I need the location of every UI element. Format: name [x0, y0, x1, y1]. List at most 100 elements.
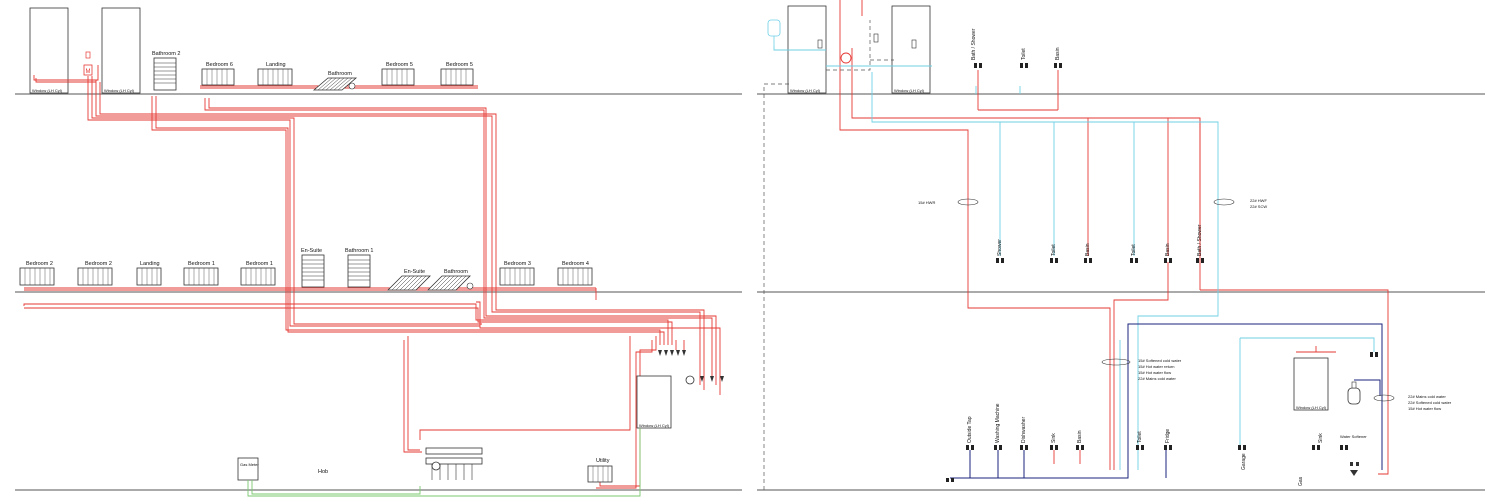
svg-text:Bedroom 4: Bedroom 4	[562, 261, 589, 267]
pump-icon	[685, 375, 695, 385]
label-15-hw-return: 15# Hot water return	[1138, 364, 1174, 369]
cylinder-right-2	[891, 5, 931, 94]
label-15-hw-flow: 15# Hot water flow	[1138, 370, 1171, 375]
radiator-bedroom-5-b: Bedroom 5	[440, 62, 474, 86]
outlet-toilet-top: Toilet	[1021, 48, 1027, 60]
mains-cold-pipework	[950, 323, 1383, 479]
radiator-landing-upper: Landing	[257, 62, 293, 86]
label-22-hwf: 22# HWF	[1250, 198, 1267, 203]
svg-text:Bedroom 5: Bedroom 5	[386, 62, 413, 68]
outlet-toilet-mid-1: Toilet	[1051, 244, 1057, 256]
outlet-sink-utility: Sink	[1318, 433, 1324, 443]
outlet-basin-mid-2: Basin	[1165, 243, 1171, 256]
hot-water-pipework	[839, 0, 1389, 475]
floor-lines	[15, 93, 1485, 491]
label-15-softened: 15# Softened cold water	[1138, 358, 1182, 363]
radiator-utility: Utility	[587, 458, 613, 483]
svg-text:Landing: Landing	[266, 62, 286, 68]
outlet-outside-tap: Outside Tap	[967, 416, 973, 443]
ufh-en-suite: En-Suite	[387, 269, 431, 291]
outlet-gas: Gas	[1298, 476, 1304, 486]
radiator-bedroom-5-a: Bedroom 5	[381, 62, 415, 86]
ufh-bathroom-lower: Bathroom	[427, 269, 474, 291]
svg-text:Bedroom 2: Bedroom 2	[26, 261, 53, 267]
svg-text:Bathroom: Bathroom	[444, 269, 468, 275]
label-22b-hw-flow: 15# Hot water flow	[1408, 406, 1441, 411]
svg-text:Bedroom 5: Bedroom 5	[446, 62, 473, 68]
outlet-washing-machine: Washing Machine	[995, 403, 1001, 443]
hob-label: Hob	[318, 469, 328, 475]
lower-radiators: Bedroom 2 Bedroom 2 Landing Bedroom 1 Be	[19, 248, 593, 291]
cylinder-right-1-label: Window (LH Cyl)	[790, 88, 821, 93]
cylinder-left-1-label: Window (LH Cyl)	[32, 88, 63, 93]
boiler-valves	[658, 350, 724, 382]
cylinder-right-1	[787, 5, 827, 94]
heating-pipework-left	[23, 65, 721, 489]
label-22-scw: 22# SCW	[1250, 204, 1267, 209]
cold-water-pipework	[773, 46, 1375, 470]
radiator-bedroom-1-a: Bedroom 1	[183, 261, 219, 286]
svg-text:Bedroom 6: Bedroom 6	[206, 62, 233, 68]
callout-15	[1101, 358, 1131, 366]
motorised-valve	[83, 64, 93, 76]
svg-text:Bedroom 3: Bedroom 3	[504, 261, 531, 267]
gas-pipework	[247, 428, 641, 497]
outlet-sink-kitchen: Sink	[1051, 433, 1057, 443]
radiator-bedroom-1-b: Bedroom 1	[240, 261, 276, 286]
cylinder-left-2	[101, 7, 141, 94]
outlet-toilet-mid-2: Toilet	[1131, 244, 1137, 256]
outlet-basin-top: Basin	[1055, 47, 1061, 60]
dashed-service-line	[763, 20, 894, 490]
radiator-bedroom-3: Bedroom 3	[499, 261, 535, 286]
radiator-bedroom-2-b: Bedroom 2	[77, 261, 113, 286]
gas-meter-label: Gas Meter	[240, 462, 259, 467]
svg-text:Landing: Landing	[140, 261, 160, 267]
label-22b-softened: 22# Softened cold water	[1408, 400, 1452, 405]
svg-text:Bedroom 1: Bedroom 1	[246, 261, 273, 267]
label-hwr-15: 15# HWR	[918, 200, 935, 205]
ufh-bathroom-upper: Bathroom	[312, 71, 358, 91]
radiator-landing-lower: Landing	[136, 261, 162, 286]
outlet-basin-mid-1: Basin	[1085, 243, 1091, 256]
boiler-left	[636, 375, 672, 429]
svg-text:Utility: Utility	[596, 458, 610, 464]
cylinder-left-2-label: Window (LH Cyl)	[104, 88, 135, 93]
boiler-right-label: Window (LH Cyl)	[1296, 405, 1327, 410]
towel-rail-en-suite: En-Suite	[301, 248, 325, 288]
outlet-toilet-ground: Toilet	[1137, 431, 1143, 443]
outlet-valves	[946, 63, 1378, 482]
label-22b-mains: 22# Mains cold water	[1408, 394, 1446, 399]
outlet-water-softener: Water Softener	[1340, 434, 1367, 439]
boiler-right	[1293, 357, 1329, 411]
callout-hwr	[957, 198, 979, 206]
outlet-garage: Garage	[1241, 453, 1247, 470]
right-water-schematic: Window (LH Cyl) Window (LH Cyl)	[763, 0, 1452, 490]
cylinder-right-2-label: Window (LH Cyl)	[894, 88, 925, 93]
expansion-vessel-lower	[1347, 381, 1361, 405]
svg-text:Bathroom 1: Bathroom 1	[345, 248, 373, 254]
svg-text:En-Suite: En-Suite	[301, 248, 322, 254]
outlet-dishwasher: Dishwasher	[1021, 417, 1027, 443]
towel-rail-bathroom-1: Bathroom 1	[345, 248, 373, 288]
pump-icon-top	[840, 52, 852, 64]
outlet-basin-ground: Basin	[1077, 430, 1083, 443]
expansion-vessel-top	[767, 19, 781, 46]
callout-22b	[1373, 394, 1395, 402]
water-softener-valves	[1350, 462, 1359, 476]
upper-radiators: Bathroom 2 Bedroom 6 Landing	[152, 51, 474, 91]
outlet-bath-shower-mid: Bath / Shower	[1197, 224, 1203, 256]
outlet-bath-shower-top: Bath / Shower	[971, 28, 977, 60]
svg-text:En-Suite: En-Suite	[404, 269, 425, 275]
cylinder-left-1	[29, 7, 69, 94]
motorised-valve-glyph: M	[86, 69, 91, 75]
label-22-mains: 22# Mains cold water	[1138, 376, 1176, 381]
outlet-fridge: Fridge	[1165, 429, 1171, 443]
left-heating-schematic: Window (LH Cyl) Window (LH Cyl) M	[19, 7, 724, 497]
svg-text:Bedroom 1: Bedroom 1	[188, 261, 215, 267]
boiler-left-label: Window (LH Cyl)	[639, 423, 670, 428]
radiator-bedroom-4: Bedroom 4	[557, 261, 593, 286]
svg-text:Bathroom: Bathroom	[328, 71, 352, 77]
ufh-manifold	[425, 447, 483, 480]
svg-text:Bathroom 2: Bathroom 2	[152, 51, 180, 57]
svg-text:Bedroom 2: Bedroom 2	[85, 261, 112, 267]
